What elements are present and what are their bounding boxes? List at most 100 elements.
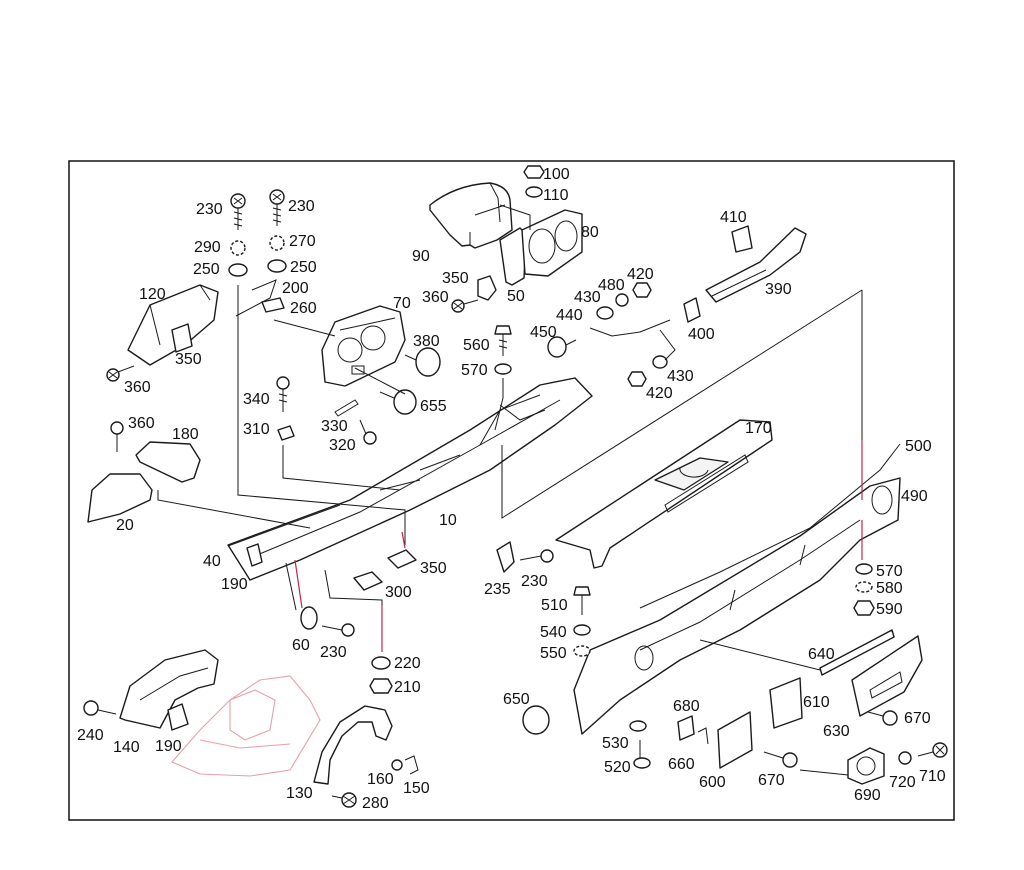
support-bracket-130-part: [313, 705, 393, 785]
part-number-label-450: 450: [530, 324, 557, 341]
part-number-label-70: 70: [393, 295, 411, 312]
rail-390-part: [705, 227, 807, 303]
part-number-label-690: 690: [854, 787, 881, 804]
clip-350-part: [477, 275, 497, 301]
part-number-label-20: 20: [116, 517, 134, 534]
panel-600-part: [717, 711, 753, 769]
part-number-label-200: 200: [282, 280, 309, 297]
clip-350-part: [171, 323, 193, 353]
part-number-label-310: 310: [243, 421, 270, 438]
part-number-label-570b: 570: [876, 563, 903, 580]
part-number-label-340: 340: [243, 391, 270, 408]
part-number-label-170: 170: [745, 420, 772, 437]
plug-450-part: [547, 336, 577, 358]
part-number-label-320: 320: [329, 437, 356, 454]
part-number-label-540: 540: [540, 624, 567, 641]
washer-430-part: [652, 355, 668, 369]
part-number-label-235: 235: [484, 581, 511, 598]
part-number-label-10: 10: [439, 512, 457, 529]
clip-260-part: [261, 297, 285, 313]
screw-280-part: [331, 792, 357, 808]
washer-160-part: [391, 759, 403, 771]
plug-650-part: [522, 705, 550, 735]
nut-420-part: [627, 371, 647, 387]
part-number-label-220: 220: [394, 655, 421, 672]
dashboard-carrier-10-part: [227, 377, 593, 581]
part-number-label-710: 710: [919, 768, 946, 785]
screw-230-part: [269, 189, 285, 226]
instrument-cluster-part: [321, 305, 406, 387]
part-number-label-240: 240: [77, 727, 104, 744]
nut-100-part: [523, 165, 545, 179]
screw-230-part: [321, 623, 355, 637]
part-number-label-490: 490: [901, 488, 928, 505]
washer-570-part: [855, 563, 873, 575]
part-number-label-430b: 430: [667, 368, 694, 385]
part-number-label-360b: 360: [124, 379, 151, 396]
part-number-label-230a: 230: [196, 201, 223, 218]
part-number-label-630: 630: [823, 723, 850, 740]
clip-190-part: [246, 543, 263, 567]
screw-340-part: [276, 376, 290, 412]
switch-690-part: [847, 747, 885, 785]
leader-lines: [157, 204, 863, 776]
washer-570-part: [494, 363, 512, 375]
part-number-label-670b: 670: [758, 772, 785, 789]
part-number-label-60: 60: [292, 637, 310, 654]
part-number-label-640: 640: [808, 646, 835, 663]
trim-cover-180-part: [135, 441, 201, 483]
washer-720-part: [898, 751, 912, 765]
star-washer-270-part: [269, 235, 285, 251]
part-number-label-550: 550: [540, 645, 567, 662]
screw-360-part: [451, 299, 479, 313]
part-number-label-660: 660: [668, 756, 695, 773]
ghost-dashboard-outline: [171, 675, 321, 777]
bracket-strip-part: [499, 227, 527, 286]
washer-550-part: [573, 645, 591, 657]
washer-110-part: [525, 186, 543, 198]
clip-150-part: [404, 755, 419, 775]
part-number-label-610: 610: [803, 694, 830, 711]
part-number-label-350b: 350: [175, 351, 202, 368]
part-number-label-210: 210: [394, 679, 421, 696]
screw-520-part: [633, 740, 651, 769]
part-number-label-500: 500: [905, 438, 932, 455]
strip-640-part: [819, 629, 895, 676]
part-number-label-50: 50: [507, 288, 525, 305]
part-number-label-480: 480: [598, 277, 625, 294]
part-number-label-650: 650: [503, 691, 530, 708]
part-number-label-130: 130: [286, 785, 313, 802]
part-number-label-190a: 190: [221, 576, 248, 593]
clip-660-part: [697, 727, 709, 745]
part-number-label-600: 600: [699, 774, 726, 791]
nut-420-part: [632, 282, 652, 298]
screw-710-part: [917, 742, 948, 758]
part-number-label-350a: 350: [442, 270, 469, 287]
part-number-label-360c: 360: [128, 415, 155, 432]
part-number-label-330: 330: [321, 418, 348, 435]
part-number-label-80: 80: [581, 224, 599, 241]
screw-230-part: [519, 549, 554, 563]
part-number-label-350c: 350: [420, 560, 447, 577]
part-number-label-140: 140: [113, 739, 140, 756]
grommet-60-part: [300, 606, 318, 630]
plate-610-part: [769, 677, 803, 729]
pin-330-part: [334, 399, 359, 417]
part-number-label-400: 400: [688, 326, 715, 343]
trim-strip-40-part: [227, 504, 341, 547]
part-number-label-390: 390: [765, 281, 792, 298]
part-number-label-280: 280: [362, 795, 389, 812]
part-number-label-410: 410: [720, 209, 747, 226]
washer-480-part: [615, 293, 629, 307]
washer-540-part: [573, 624, 591, 636]
part-number-label-120: 120: [139, 286, 166, 303]
part-number-label-520: 520: [604, 759, 631, 776]
part-number-label-655: 655: [420, 398, 447, 415]
part-number-label-250a: 250: [193, 261, 220, 278]
part-number-label-180: 180: [172, 426, 199, 443]
part-number-label-270: 270: [289, 233, 316, 250]
part-number-label-680: 680: [673, 698, 700, 715]
part-number-label-230d: 230: [320, 644, 347, 661]
